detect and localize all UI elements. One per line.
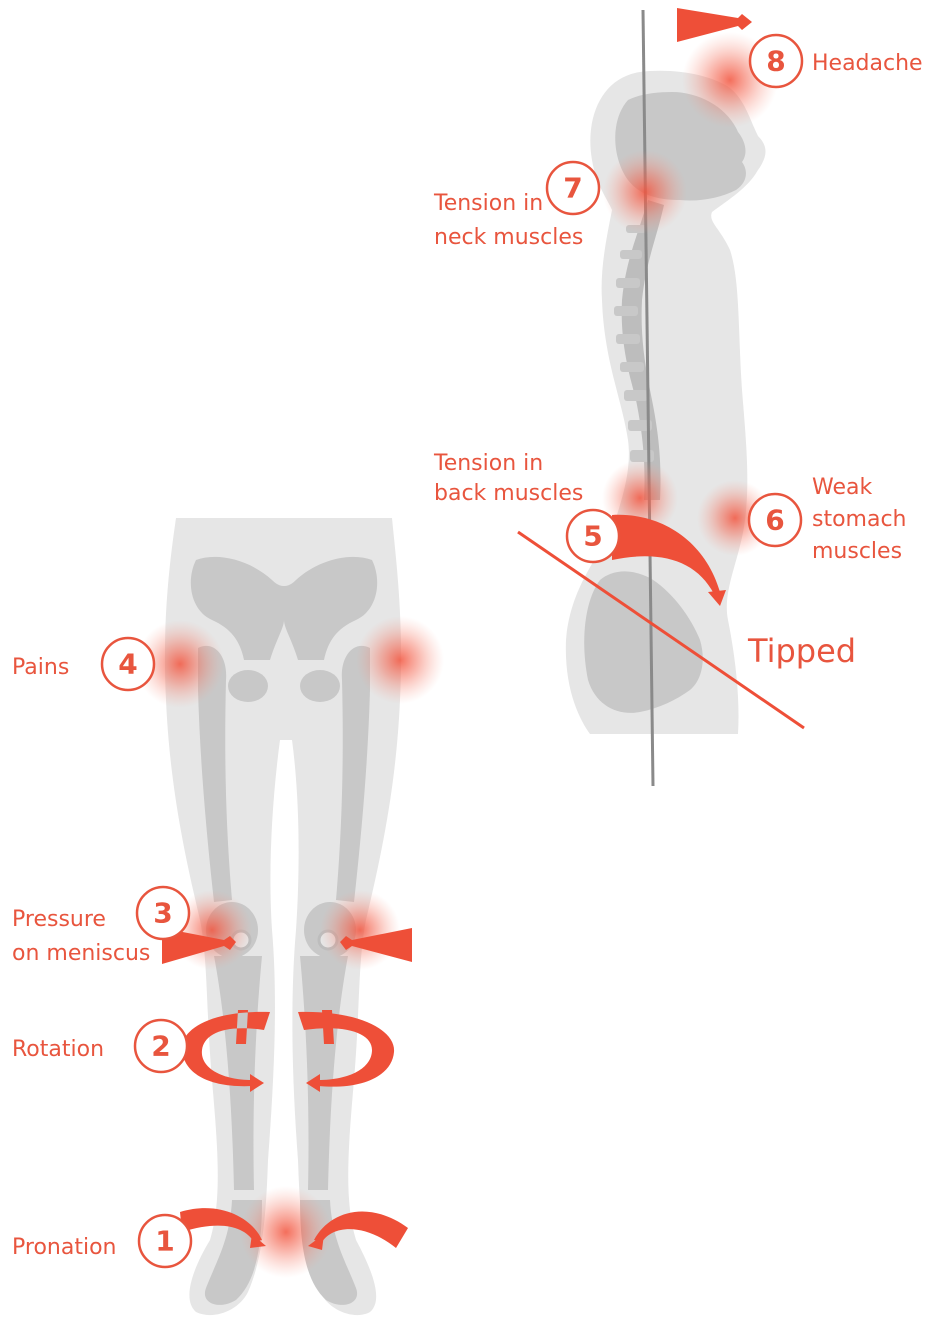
label-pronation: Pronation bbox=[12, 1235, 116, 1260]
label-stomach-line1: Weak bbox=[812, 475, 872, 500]
glow-knee-right bbox=[320, 890, 400, 970]
label-neck-line1: Tension in bbox=[433, 191, 543, 216]
svg-text:7: 7 bbox=[563, 172, 582, 205]
badge-7: 7 bbox=[547, 162, 599, 214]
label-tipped: Tipped bbox=[747, 632, 856, 670]
hip-joint-right bbox=[300, 670, 340, 702]
label-meniscus-line1: Pressure bbox=[12, 907, 106, 932]
glow-neck bbox=[603, 150, 687, 234]
badge-2: 2 bbox=[135, 1020, 187, 1072]
svg-text:1: 1 bbox=[155, 1225, 174, 1258]
svg-text:4: 4 bbox=[118, 648, 137, 681]
label-pains: Pains bbox=[12, 655, 69, 680]
label-meniscus-line2: on meniscus bbox=[12, 941, 150, 966]
badge-6: 6 bbox=[749, 494, 801, 546]
svg-text:8: 8 bbox=[766, 45, 785, 78]
badge-3: 3 bbox=[137, 887, 189, 939]
svg-text:3: 3 bbox=[153, 897, 172, 930]
svg-text:6: 6 bbox=[765, 504, 784, 537]
label-back-line1: Tension in bbox=[433, 451, 543, 476]
badge-1: 1 bbox=[139, 1215, 191, 1267]
glow-hip-right bbox=[356, 616, 444, 704]
svg-text:2: 2 bbox=[151, 1030, 170, 1063]
badge-4: 4 bbox=[102, 638, 154, 690]
label-back-line2: back muscles bbox=[434, 481, 583, 506]
label-stomach-line3: muscles bbox=[812, 539, 902, 564]
badge-5: 5 bbox=[567, 510, 619, 562]
label-headache: Headache bbox=[812, 51, 923, 76]
label-rotation: Rotation bbox=[12, 1037, 104, 1062]
hip-joint-left bbox=[228, 670, 268, 702]
label-stomach-line2: stomach bbox=[812, 507, 907, 532]
svg-text:5: 5 bbox=[583, 520, 602, 553]
label-neck-line2: neck muscles bbox=[434, 225, 583, 250]
badge-8: 8 bbox=[750, 35, 802, 87]
